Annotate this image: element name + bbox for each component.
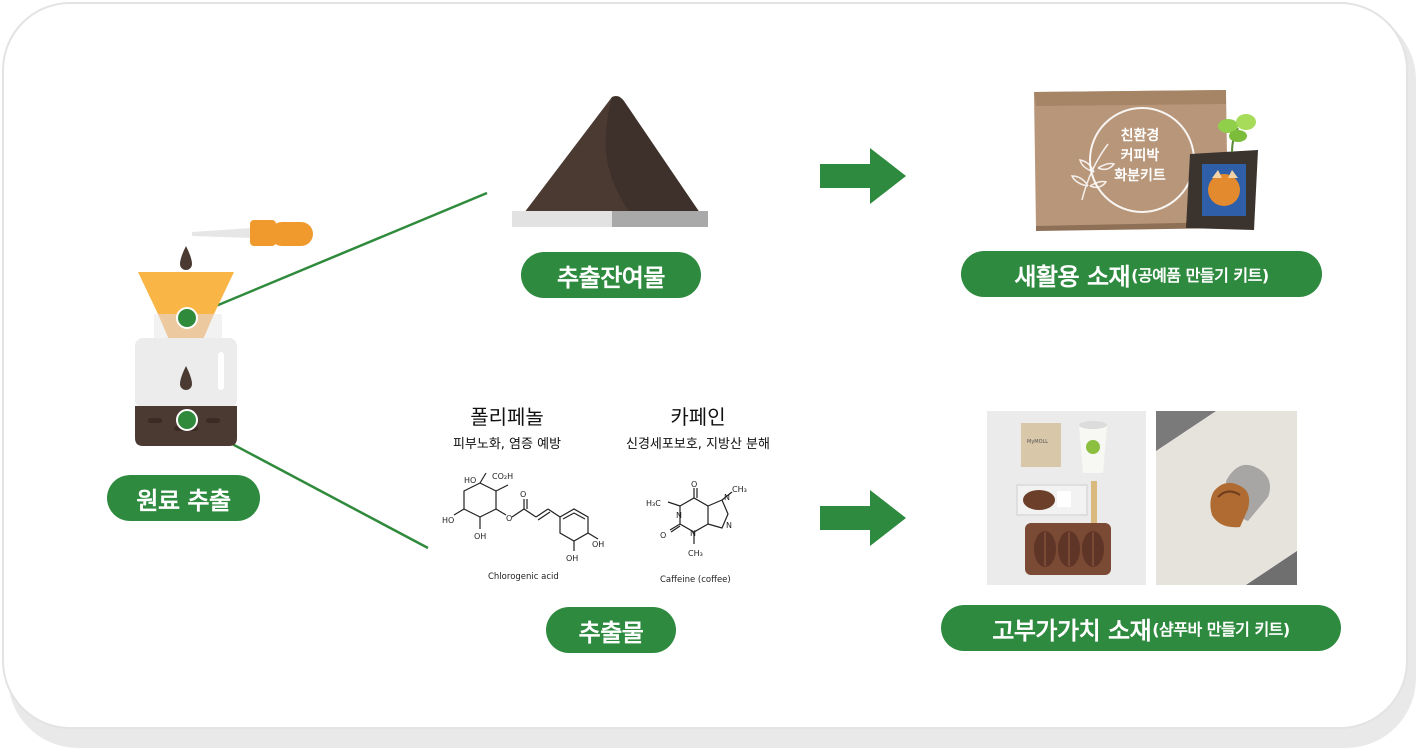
recycle-label-sub: (공예품 만들기 키트) (1131, 266, 1269, 285)
value-added-label-main: 고부가가치 소재 (992, 616, 1152, 645)
caffeine-structure: H₃C CH₃ CH₃ O O N N N N Caffeine (coffee… (646, 480, 747, 585)
polyphenol-subtitle: 피부노화, 염증 예방 (452, 437, 562, 452)
chlorogenic-caption: Chlorogenic acid (488, 572, 559, 582)
polyphenol-title: 폴리페놀 (470, 405, 544, 429)
atom-n4: N (726, 521, 732, 530)
caffeine-subtitle: 신경세포보호, 지방산 분해 (626, 437, 770, 452)
kit-box-text-2: 커피박 (1121, 147, 1160, 164)
atom-ho-top: HO (464, 476, 476, 485)
shampoo-bar-image (1156, 411, 1297, 585)
value-added-label: 고부가가치 소재(샴푸바 만들기 키트) (941, 605, 1341, 651)
chlorogenic-acid-structure: HO CO₂H HO OH O O OH OH Chlorogenic acid (442, 472, 604, 582)
atom-oh-bottom: OH (474, 532, 486, 541)
atom-n1: N (676, 511, 682, 520)
atom-ch3-top: CH₃ (732, 485, 747, 494)
arrow-right-icon (820, 490, 906, 546)
shampoo-kit-contents-image: MyMOLL (987, 411, 1146, 585)
connector-to-residue (186, 191, 488, 320)
source-label: 원료 추출 (107, 475, 260, 521)
atom-o-carbonyl: O (520, 490, 526, 499)
atom-oh-ring2: OH (566, 554, 578, 563)
atom-oh-ring1: OH (592, 540, 604, 549)
recycle-label-main: 새활용 소재 (1014, 262, 1131, 291)
soap-cup-label: MyMOLL (1027, 439, 1048, 445)
atom-ch3-bottom: CH₃ (688, 549, 703, 558)
atom-ho-left: HO (442, 516, 454, 525)
caffeine-caption: Caffeine (coffee) (660, 575, 731, 585)
atom-o1: O (691, 480, 697, 489)
atom-o2: O (660, 531, 666, 540)
coffee-dripper-icon (135, 220, 313, 446)
eco-kit-box-image: 친환경 커피박 화분키트 (1034, 90, 1258, 231)
value-added-label-sub: (샴푸바 만들기 키트) (1152, 620, 1290, 639)
residue-label: 추출잔여물 (521, 252, 701, 298)
kit-box-text-1: 친환경 (1121, 127, 1160, 144)
atom-o-ester: O (506, 514, 512, 523)
caffeine-title: 카페인 (670, 405, 726, 429)
coffee-grounds-pile-icon (512, 96, 708, 227)
atom-n2: N (690, 529, 696, 538)
atom-co2h: CO₂H (492, 472, 513, 481)
recycle-label: 새활용 소재(공예품 만들기 키트) (961, 251, 1322, 297)
kit-box-text-3: 화분키트 (1114, 168, 1166, 184)
atom-n3: N (724, 493, 730, 502)
arrow-right-icon (820, 148, 906, 204)
extract-label: 추출물 (546, 607, 676, 653)
atom-h3c: H₃C (646, 499, 661, 508)
